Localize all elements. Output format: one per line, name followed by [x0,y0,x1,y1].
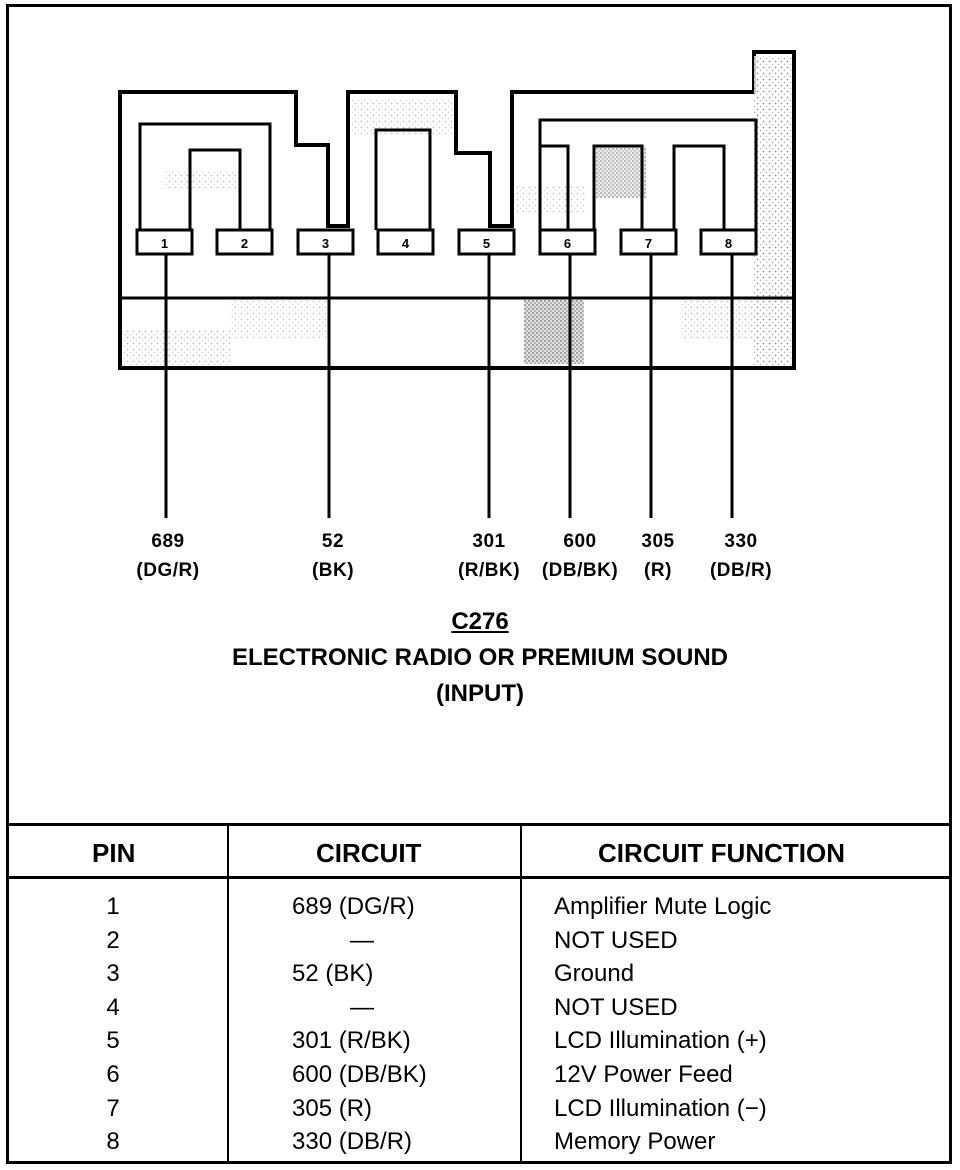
pin-cavity: 3 [296,228,355,256]
wire-circuit: 301 [472,531,506,552]
wire-label: 301 (R/BK) [458,527,520,585]
wire-label: 689 (DG/R) [136,527,199,585]
circuit-cell: 52 (BK) [292,960,374,988]
pin-cell: 4 [106,993,120,1021]
circuit-cell: 301 (R/BK) [292,1027,411,1055]
function-cell: Ground [554,960,635,988]
connector-body [118,50,796,370]
function-cell: NOT USED [554,926,678,954]
wire-label: 330 (DB/R) [710,527,772,585]
wire-circuit: 330 [724,531,758,552]
pin-cell: 1 [106,893,120,920]
circuit-cell: — [350,993,374,1021]
pin-cell: 6 [106,1061,120,1088]
header-pin: PIN [92,838,136,868]
circuit-cell: 600 (DB/BK) [292,1061,427,1088]
pin-number: 6 [564,236,571,251]
pin-number: 8 [725,236,732,251]
pin-number: 1 [161,236,168,251]
pin-number: 3 [322,236,329,251]
circuit-cell: — [350,926,374,954]
pin-cell: 5 [106,1027,120,1055]
connector-name: ELECTRONIC RADIO OR PREMIUM SOUND [231,644,728,671]
pin-cell: 3 [106,960,120,988]
pin-cell: 2 [106,926,120,954]
pin-number: 2 [241,236,248,251]
circuit-cell: 689 (DG/R) [292,893,415,920]
pin-cell: 8 [106,1128,120,1156]
header-rule [8,876,952,879]
connector-diagram: 1 2 3 4 5 6 7 8 [118,50,796,518]
wire-circuit: 305 [641,531,675,552]
pin-cavity: 6 [538,228,597,256]
wire-color: (R/BK) [457,560,521,581]
wire-color: (R) [644,560,672,581]
wires [164,254,734,518]
pin-cavities: 1 2 3 4 5 6 7 8 [135,228,758,256]
pin-cell: 7 [106,1094,120,1122]
wire-label: 52 (BK) [312,527,354,585]
page-frame [6,4,952,1164]
wire-label: 600 (DB/BK) [542,527,618,585]
pin-cavity: 2 [215,228,274,256]
circuit-cell: 305 (R) [292,1094,373,1122]
connector-subtitle: (INPUT) [436,680,524,707]
column-divider [520,826,522,1164]
wire-color: (DB/BK) [541,560,619,581]
pin-cavity: 1 [135,228,194,256]
function-cell: NOT USED [554,993,678,1021]
pin-cavity: 5 [457,228,516,256]
header-circuit: CIRCUIT [316,838,422,868]
function-cell: Memory Power [554,1128,716,1156]
wire-color: (DB/R) [709,560,773,581]
connector-id: C276 [451,608,509,635]
function-cell: LCD Illumination (−) [554,1094,767,1122]
wire-circuit: 600 [563,531,597,552]
header-function: CIRCUIT FUNCTION [598,838,845,868]
pin-cavity: 7 [619,228,678,256]
pin-cavity: 4 [376,228,435,256]
pin-cavity: 8 [699,228,758,256]
circuit-cell: 330 (DB/R) [292,1128,413,1156]
wire-color: (BK) [311,560,355,581]
wire-circuit: 689 [151,531,185,552]
wire-color: (DG/R) [136,560,200,581]
pin-number: 7 [645,236,652,251]
wire-label: 305 (R) [641,527,674,585]
pin-number: 4 [402,236,410,251]
function-cell: LCD Illumination (+) [554,1027,767,1055]
function-cell: 12V Power Feed [554,1061,733,1088]
function-cell: Amplifier Mute Logic [554,893,772,920]
column-divider [227,826,229,1164]
wire-circuit: 52 [321,531,345,552]
pin-table: PIN CIRCUIT CIRCUIT FUNCTION 1 689 (DG/R… [8,823,952,1164]
pin-number: 5 [483,236,490,251]
